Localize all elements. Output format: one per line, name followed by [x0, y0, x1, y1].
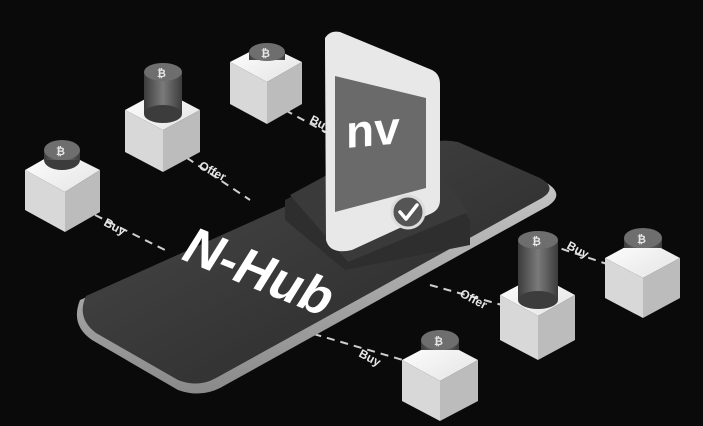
bitcoin-coin-icon: ₿: [421, 330, 459, 350]
bitcoin-coin-stack-icon: ₿: [144, 63, 182, 123]
bitcoin-coin-icon: ₿: [249, 43, 285, 61]
hub-platform: N-Hub: [77, 141, 556, 394]
svg-text:₿: ₿: [637, 234, 646, 246]
connector-label-buy: Buy: [102, 215, 129, 238]
cube-mid-left: ₿: [125, 63, 200, 172]
connector-label-buy: Buy: [357, 346, 384, 369]
svg-text:₿: ₿: [261, 48, 270, 60]
connector-label-offer: Offer: [197, 158, 229, 184]
cube-top-center: ₿: [230, 43, 302, 124]
svg-text:₿: ₿: [157, 68, 166, 80]
check-icon: [392, 196, 424, 228]
bitcoin-coin-stack-icon: ₿: [518, 231, 558, 309]
bitcoin-coin-icon: ₿: [624, 228, 662, 248]
connector-label-buy: Buy: [565, 238, 592, 261]
bitcoin-coin-icon: ₿: [44, 140, 80, 170]
connector-label-offer: Offer: [458, 286, 490, 312]
svg-text:₿: ₿: [56, 146, 65, 158]
svg-text:₿: ₿: [532, 236, 541, 248]
cube-top-left: ₿: [25, 140, 100, 232]
svg-text:₿: ₿: [434, 336, 443, 348]
cube-far-right: ₿: [605, 228, 680, 318]
cube-bottom: ₿: [402, 330, 478, 421]
nv-logo: nv: [346, 101, 400, 158]
